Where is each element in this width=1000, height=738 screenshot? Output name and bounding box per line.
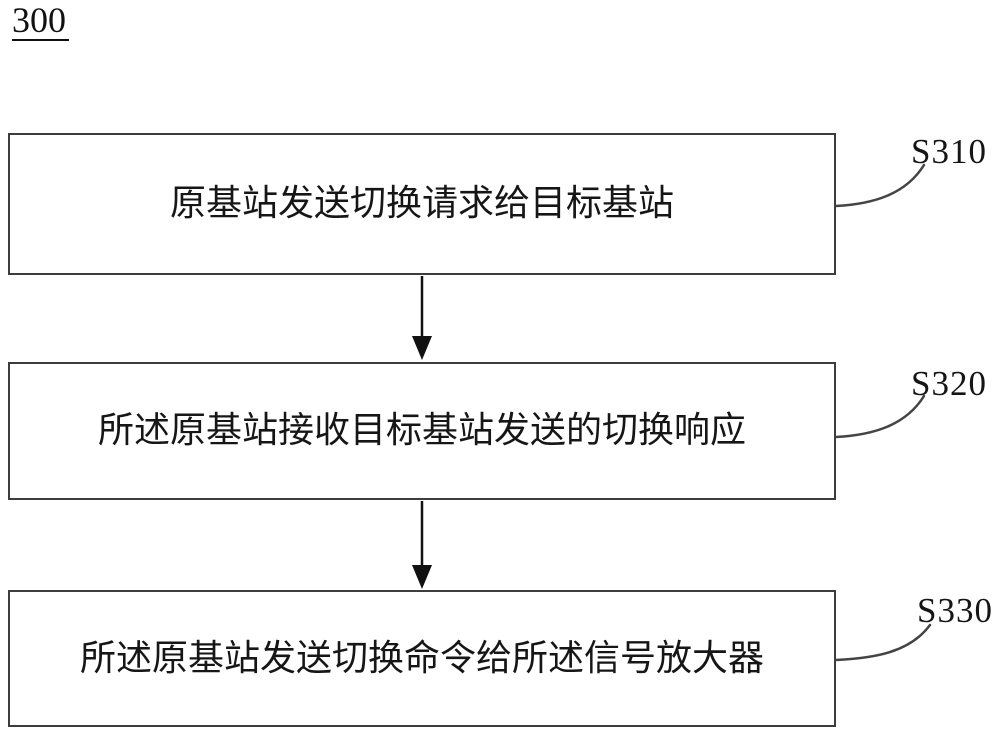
flow-step-text-s310: 原基站发送切换请求给目标基站 [169,183,674,224]
flow-step-box-s330: 所述原基站发送切换命令给所述信号放大器 [8,590,836,727]
flow-step-box-s320: 所述原基站接收目标基站发送的切换响应 [8,362,836,500]
down-arrow-1 [412,276,432,360]
flow-step-text-s330: 所述原基站发送切换命令给所述信号放大器 [79,637,764,678]
down-arrow-2 [412,501,432,589]
step-label-s330: S330 [917,591,993,630]
step-label-s310: S310 [911,132,987,171]
flow-step-box-s310: 原基站发送切换请求给目标基站 [8,133,836,275]
flow-step-text-s320: 所述原基站接收目标基站发送的切换响应 [97,410,746,451]
leader-curve-s330 [834,623,932,662]
leader-curve-s310 [834,163,926,208]
figure-number-label: 300 [12,2,69,41]
step-label-s320: S320 [911,364,987,403]
